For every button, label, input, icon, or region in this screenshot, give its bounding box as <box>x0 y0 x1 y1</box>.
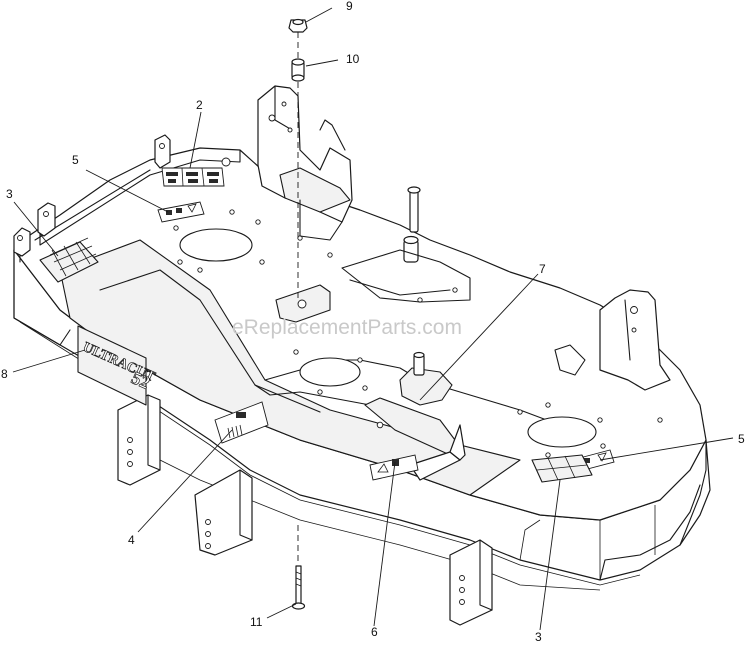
callout-6: 6 <box>371 625 378 639</box>
right-rear-bracket <box>554 289 671 391</box>
left-spindle-hole <box>179 228 253 262</box>
callout-10: 10 <box>346 52 360 66</box>
callout-11: 11 <box>250 615 263 629</box>
decal-3-right <box>531 454 593 483</box>
callout-9: 9 <box>346 0 353 13</box>
decal-5-left <box>157 201 205 223</box>
idler-post <box>341 186 471 303</box>
rear-mount-bracket <box>257 85 353 241</box>
callout-8: 8 <box>1 367 8 381</box>
right-spindle-hole <box>527 416 597 448</box>
hardware-parts <box>288 18 308 610</box>
center-spindle-hole <box>299 357 361 387</box>
watermark: eReplacementParts.com <box>232 316 462 339</box>
blade-spindle-holes <box>179 228 597 448</box>
ultracut-logo-decal: ULTRACUT 52 <box>77 325 158 406</box>
callout-3-right: 3 <box>535 630 542 644</box>
callout-5-left: 5 <box>72 153 79 167</box>
bolt-holes <box>173 157 663 458</box>
decal-2 <box>161 167 225 187</box>
callout-4: 4 <box>128 533 135 547</box>
callout-leaders <box>12 7 734 631</box>
front-baffle <box>364 397 466 481</box>
deck-rear-ridge <box>39 149 241 246</box>
callout-2: 2 <box>196 98 203 112</box>
callout-3-left: 3 <box>6 187 13 201</box>
callout-7: 7 <box>539 262 546 276</box>
idler-arm <box>399 351 453 406</box>
front-brackets <box>117 394 493 626</box>
decal-3-left <box>39 237 99 283</box>
left-rear-pins <box>13 134 171 257</box>
callout-5-right: 5 <box>738 432 745 446</box>
